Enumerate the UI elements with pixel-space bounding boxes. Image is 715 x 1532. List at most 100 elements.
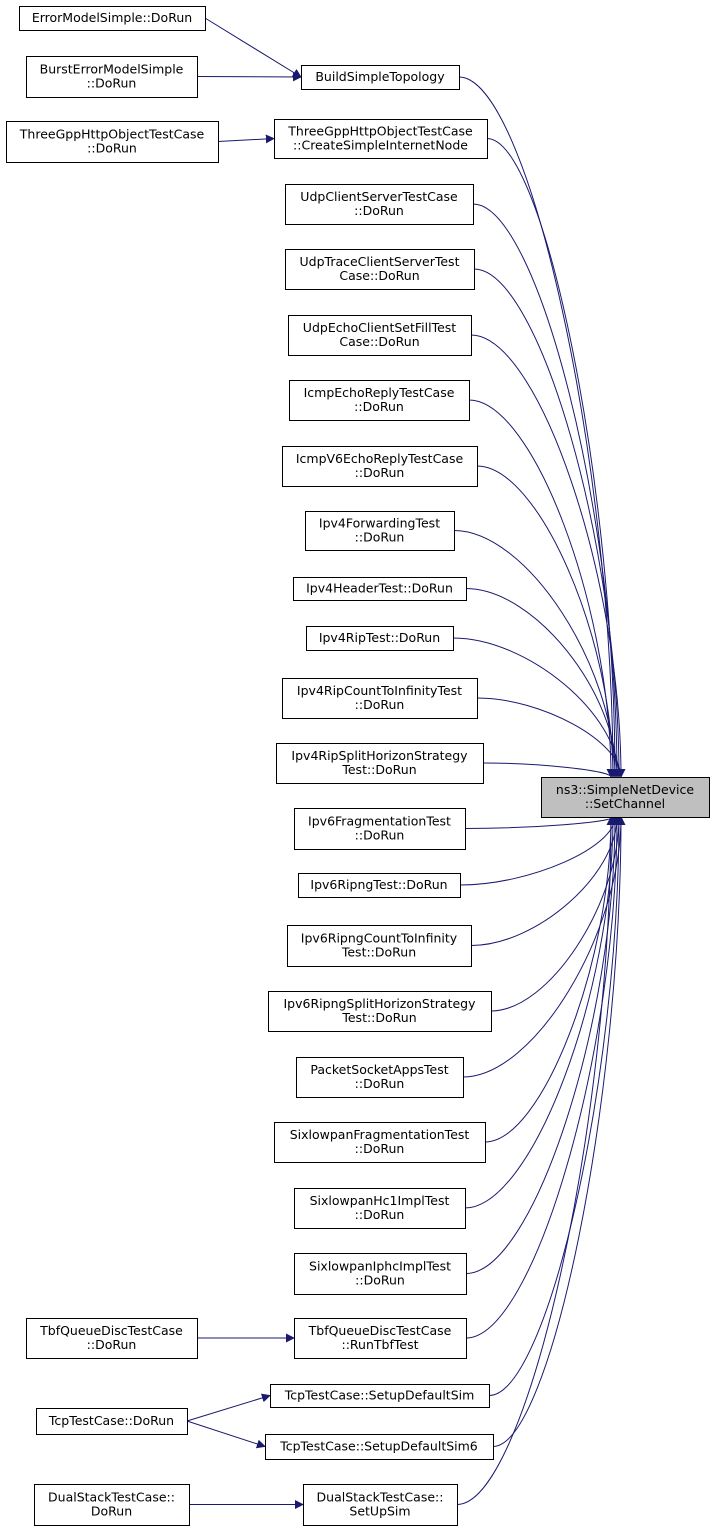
node-box xyxy=(301,65,460,90)
node-label: UdpEchoClientSetFillTest xyxy=(303,320,456,335)
node-label: DualStackTestCase:: xyxy=(317,1490,444,1505)
node-label: ::SetChannel xyxy=(585,796,665,811)
edge-n_icmpecho-to-n_target xyxy=(468,399,616,778)
node-label: Test::DoRun xyxy=(341,1010,416,1025)
edge-n_packetsocket-to-n_target xyxy=(462,816,626,1078)
node-label: Ipv4RipTest::DoRun xyxy=(319,630,440,645)
node-label: ::DoRun xyxy=(87,1337,137,1352)
node-ipv4rip[interactable]: Ipv4RipTest::DoRun xyxy=(306,626,454,651)
node-icmpv6echo[interactable]: IcmpV6EchoReplyTestCase::DoRun xyxy=(282,446,478,487)
node-ipv6frag[interactable]: Ipv6FragmentationTest::DoRun xyxy=(294,808,466,850)
node-box xyxy=(274,119,488,159)
node-label: Test::DoRun xyxy=(341,762,416,777)
edge-n_udpclientserver-to-n_target xyxy=(472,203,622,778)
node-box xyxy=(282,446,478,487)
node-label: Ipv6RipngSplitHorizonStrategy xyxy=(284,996,477,1011)
node-box xyxy=(306,626,454,651)
node-label: ns3::SimpleNetDevice xyxy=(556,782,694,797)
node-box xyxy=(298,873,461,898)
node-box xyxy=(294,1188,466,1229)
edge-n_threegpp_create-to-n_target xyxy=(486,138,620,778)
edge-n_sixhc1-to-n_target xyxy=(464,816,618,1209)
node-box xyxy=(268,991,492,1032)
node-label: BuildSimpleTopology xyxy=(315,69,445,84)
node-target[interactable]: ns3::SimpleNetDevice::SetChannel xyxy=(541,777,710,818)
node-label: Ipv6RipngTest::DoRun xyxy=(310,877,447,892)
node-bursterr[interactable]: BurstErrorModelSimple::DoRun xyxy=(26,56,198,98)
node-box xyxy=(541,777,710,818)
node-label: DoRun xyxy=(91,1504,132,1519)
node-box xyxy=(293,577,467,601)
node-label: ::DoRun xyxy=(355,1141,405,1156)
node-box xyxy=(276,743,484,784)
node-ipv4fwd[interactable]: Ipv4ForwardingTest::DoRun xyxy=(305,511,455,551)
node-box xyxy=(285,249,475,290)
edge-n_tcp_run-to-n_tcp_setup xyxy=(186,1393,271,1422)
node-label: TcpTestCase::DoRun xyxy=(48,1413,174,1428)
node-label: ::DoRun xyxy=(355,1207,405,1222)
node-box xyxy=(270,1384,490,1408)
node-label: Ipv6FragmentationTest xyxy=(308,814,451,829)
edge-n_dual_setup-to-n_target xyxy=(456,816,616,1505)
node-ipv6ripng[interactable]: Ipv6RipngTest::DoRun xyxy=(298,873,461,898)
node-label: SixlowpanFragmentationTest xyxy=(290,1127,470,1142)
node-label: ErrorModelSimple::DoRun xyxy=(32,10,192,25)
node-ipv4ripcount[interactable]: Ipv4RipCountToInfinityTest::DoRun xyxy=(282,678,478,719)
edge-n_ipv6frag-to-n_target xyxy=(464,816,618,829)
node-label: ::DoRun xyxy=(355,530,405,545)
node-sixiphc[interactable]: SixlowpanIphcImplTest::DoRun xyxy=(294,1253,467,1295)
node-label: ::DoRun xyxy=(87,76,137,91)
edge-n_ipv4rip-to-n_target xyxy=(452,637,624,778)
node-box xyxy=(282,678,478,719)
node-sixhc1[interactable]: SixlowpanHc1ImplTest::DoRun xyxy=(294,1188,466,1229)
node-label: UdpClientServerTestCase xyxy=(300,189,458,204)
node-buildtopo[interactable]: BuildSimpleTopology xyxy=(301,65,460,90)
node-ipv4header[interactable]: Ipv4HeaderTest::DoRun xyxy=(293,577,467,601)
node-tcp-setup6[interactable]: TcpTestCase::SetupDefaultSim6 xyxy=(265,1434,494,1460)
node-label: Case::DoRun xyxy=(339,334,419,349)
node-tbf-runtbf[interactable]: TbfQueueDiscTestCase::RunTbfTest xyxy=(294,1318,467,1359)
node-sixfrag[interactable]: SixlowpanFragmentationTest::DoRun xyxy=(274,1122,486,1163)
edge-n_ipv4ripsplit-to-n_target xyxy=(482,762,616,778)
node-dual-setup[interactable]: DualStackTestCase::SetUpSim xyxy=(303,1484,458,1526)
edge-n_sixfrag-to-n_target xyxy=(484,816,616,1143)
node-box xyxy=(34,1484,190,1526)
node-tbf-run[interactable]: TbfQueueDiscTestCase::DoRun xyxy=(26,1318,198,1359)
edge-n_ipv6ripngsplit-to-n_target xyxy=(490,816,624,1012)
edge-n_udptrace-to-n_target xyxy=(473,268,624,778)
node-label: SetUpSim xyxy=(349,1504,410,1519)
nodes: ErrorModelSimple::DoRunBurstErrorModelSi… xyxy=(6,6,710,1526)
node-label: TbfQueueDiscTestCase xyxy=(308,1323,452,1338)
node-udpclientserver[interactable]: UdpClientServerTestCase::DoRun xyxy=(285,184,474,225)
node-box xyxy=(288,315,472,356)
node-label: ::DoRun xyxy=(355,697,405,712)
node-label: ::DoRun xyxy=(354,399,404,414)
node-threegpp-create[interactable]: ThreeGppHttpObjectTestCase::CreateSimple… xyxy=(274,119,488,159)
node-errmodel[interactable]: ErrorModelSimple::DoRun xyxy=(19,6,206,31)
node-label: ::DoRun xyxy=(354,203,404,218)
node-label: ::DoRun xyxy=(355,465,405,480)
node-label: DualStackTestCase:: xyxy=(48,1490,175,1505)
node-tcp-run[interactable]: TcpTestCase::DoRun xyxy=(36,1408,188,1435)
node-label: ::DoRun xyxy=(355,828,405,843)
edge-n_icmpv6echo-to-n_target xyxy=(476,465,618,778)
node-tcp-setup[interactable]: TcpTestCase::SetupDefaultSim xyxy=(270,1384,490,1408)
node-threegpp-run[interactable]: ThreeGppHttpObjectTestCase::DoRun xyxy=(6,121,219,163)
node-packetsocket[interactable]: PacketSocketAppsTest::DoRun xyxy=(296,1057,464,1098)
edge-n_threegpp_run-to-n_threegpp_create xyxy=(217,134,275,144)
node-icmpecho[interactable]: IcmpEchoReplyTestCase::DoRun xyxy=(289,380,470,421)
node-box xyxy=(294,1253,467,1295)
node-dual-run[interactable]: DualStackTestCase::DoRun xyxy=(34,1484,190,1526)
node-box xyxy=(294,1318,467,1359)
edges xyxy=(186,17,626,1509)
edge-n_udpecho-to-n_target xyxy=(470,334,626,778)
node-label: Ipv4RipCountToInfinityTest xyxy=(297,683,462,698)
node-label: TbfQueueDiscTestCase xyxy=(39,1323,183,1338)
node-box xyxy=(26,1318,198,1359)
node-label: TcpTestCase::SetupDefaultSim xyxy=(284,1388,475,1403)
